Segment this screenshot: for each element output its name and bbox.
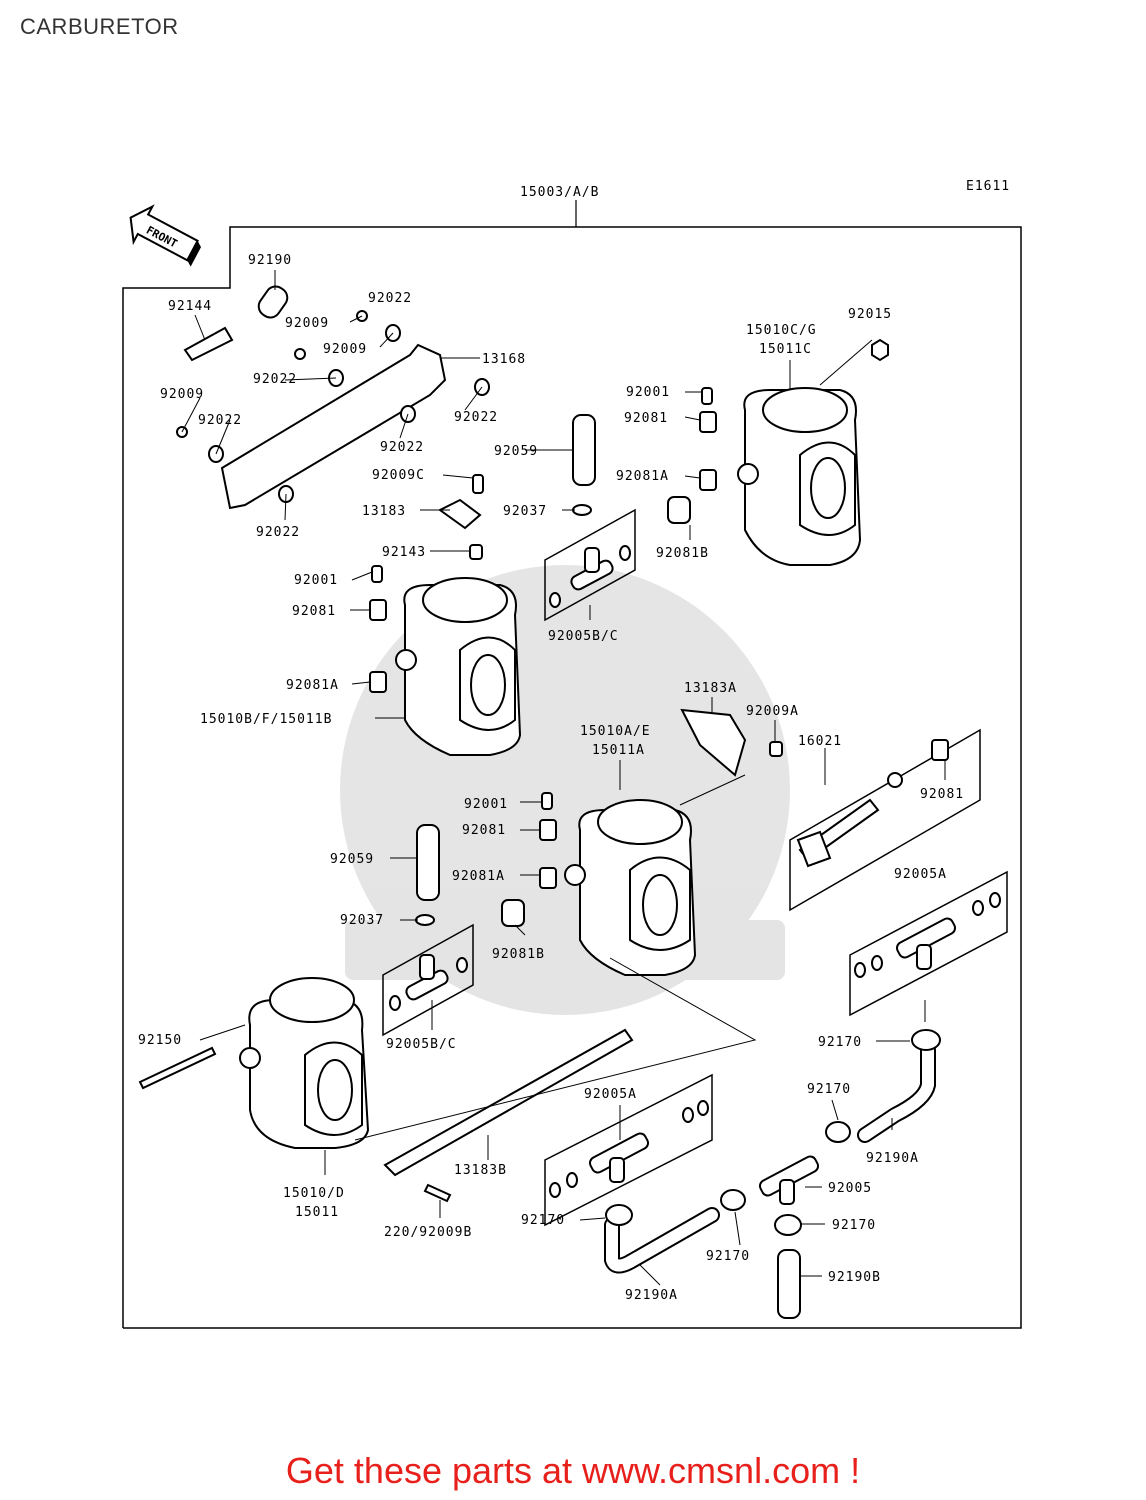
front-arrow-icon: FRONT xyxy=(129,204,202,267)
page-title: CARBURETOR xyxy=(20,14,179,39)
o-rings xyxy=(389,545,1001,1198)
assembly-frame xyxy=(122,226,1022,1329)
leader-lines xyxy=(181,270,946,1286)
part-label: 16021 xyxy=(798,734,842,749)
part-label: 13183A xyxy=(684,681,737,696)
part-label: 92009 xyxy=(323,342,367,357)
joint-box-16021 xyxy=(789,728,981,912)
part-label: 15010/D xyxy=(283,1186,345,1201)
part-label: 92022 xyxy=(454,410,498,425)
part-label: 92081 xyxy=(624,411,668,426)
part-label: 15011A xyxy=(592,743,645,758)
part-label: 92001 xyxy=(294,573,338,588)
part-label: 92059 xyxy=(330,852,374,867)
part-label: 92081B xyxy=(656,546,709,561)
part-label: 15011C xyxy=(759,342,812,357)
part-label: 92190A xyxy=(866,1151,919,1166)
connecting-rod-13183B xyxy=(383,1028,634,1177)
screws-and-washers xyxy=(138,310,889,1203)
part-label: 92190B xyxy=(828,1270,881,1285)
part-label: 92022 xyxy=(253,372,297,387)
part-label: 92005 xyxy=(828,1181,872,1196)
part-label: 92009C xyxy=(372,468,425,483)
part-label: 92009A xyxy=(746,704,799,719)
part-label: 92081 xyxy=(462,823,506,838)
part-label: 92022 xyxy=(198,413,242,428)
part-label: 92009 xyxy=(160,387,204,402)
cmsnl-shop-link[interactable]: Get these parts at www.cmsnl.com ! xyxy=(285,1450,861,1491)
part-label: 92081 xyxy=(292,604,336,619)
part-label: 92022 xyxy=(256,525,300,540)
part-label: 92009 xyxy=(285,316,329,331)
part-label: 92001 xyxy=(626,385,670,400)
part-label: 92170 xyxy=(818,1035,862,1050)
tube-92059-lower xyxy=(416,824,440,901)
part-label: 92005B/C xyxy=(386,1037,457,1052)
part-label: 13168 xyxy=(482,352,526,367)
joint-box-92005BC-upper xyxy=(544,508,636,622)
part-label: 13183 xyxy=(362,504,406,519)
part-label: 92081A xyxy=(616,469,669,484)
part-label: 92143 xyxy=(382,545,426,560)
springs xyxy=(183,326,949,927)
part-label: 92005A xyxy=(894,867,947,882)
part-label: 92170 xyxy=(832,1218,876,1233)
part-label: 92081A xyxy=(452,869,505,884)
part-label: 92144 xyxy=(168,299,212,314)
part-label: 92170 xyxy=(807,1082,851,1097)
part-label: 92190A xyxy=(625,1288,678,1303)
part-label: 92005B/C xyxy=(548,629,619,644)
part-label: 92037 xyxy=(503,504,547,519)
t-joint-92005 xyxy=(758,1155,820,1205)
part-label: 92150 xyxy=(138,1033,182,1048)
joint-box-92005A-lower xyxy=(544,1073,713,1227)
part-label: 220/92009B xyxy=(384,1225,472,1240)
t-joint-upper xyxy=(570,547,614,591)
diagram-code: E1611 xyxy=(966,179,1010,194)
part-label: 92001 xyxy=(464,797,508,812)
t-joint-right xyxy=(895,917,957,970)
part-label: 92081 xyxy=(920,787,964,802)
carburetor-body-4 xyxy=(239,977,370,1149)
t-joint-lower-mid xyxy=(588,1132,650,1183)
part-labels: 92190 92144 92009 92022 92009 92009 9202… xyxy=(138,253,964,1303)
t-joint-lower xyxy=(405,954,449,1001)
part-label: 15010B/F/15011B xyxy=(200,712,332,727)
part-label: 13183B xyxy=(454,1163,507,1178)
part-label: 92015 xyxy=(848,307,892,322)
part-label: 92022 xyxy=(380,440,424,455)
carburetor-body-2 xyxy=(395,577,522,756)
part-label: 92081B xyxy=(492,947,545,962)
assembly-label: 15003/A/B xyxy=(520,185,599,200)
hose-92190A-lower-inner xyxy=(606,1209,718,1272)
part-label: 15010C/G xyxy=(746,323,817,338)
part-label: 15011 xyxy=(295,1205,339,1220)
part-label: 92005A xyxy=(584,1087,637,1102)
joint-box-92005A-right xyxy=(849,870,1008,1017)
joint-box-92005BC-lower xyxy=(382,923,474,1037)
part-label: 92190 xyxy=(248,253,292,268)
carburetor-exploded-diagram: FRONT 15003/A/B E1611 xyxy=(122,179,1022,1329)
part-label: 92170 xyxy=(706,1249,750,1264)
clamps-92170 xyxy=(605,1029,941,1236)
part-label: 92170 xyxy=(521,1213,565,1228)
carburetor-body-3 xyxy=(564,799,697,976)
tube-92190-top xyxy=(257,285,289,319)
part-label: 15010A/E xyxy=(580,724,651,739)
tube-92190B xyxy=(777,1249,801,1319)
mounting-bracket-13168 xyxy=(220,343,447,510)
part-label: 92059 xyxy=(494,444,538,459)
part-label: 92037 xyxy=(340,913,384,928)
part-label: 92022 xyxy=(368,291,412,306)
tube-92059-upper xyxy=(572,414,596,486)
part-label: 92081A xyxy=(286,678,339,693)
hose-92190A-right-inner xyxy=(859,1044,934,1141)
carburetor-body-1 xyxy=(737,387,862,566)
